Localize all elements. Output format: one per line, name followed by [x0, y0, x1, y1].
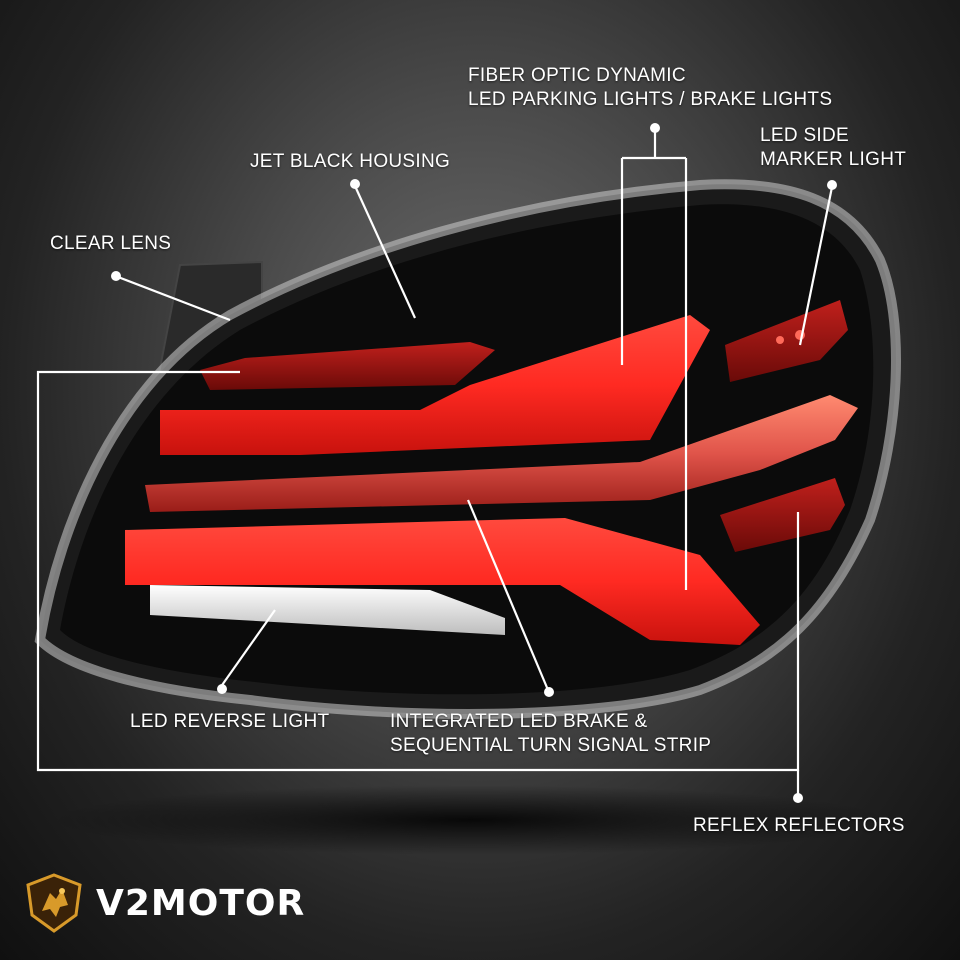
floor-shadow — [50, 785, 890, 855]
callout-dot — [650, 123, 660, 133]
label-line: LED SIDE — [760, 125, 849, 146]
callout-lines — [36, 130, 834, 798]
callout-dot — [350, 179, 360, 189]
callout-dot — [793, 793, 803, 803]
label-fiber-optic: FIBER OPTIC DYNAMIC LED PARKING LIGHTS /… — [468, 64, 832, 112]
marker-led — [776, 336, 784, 344]
label-reverse-light: LED REVERSE LIGHT — [130, 710, 329, 734]
callout-dot — [544, 687, 554, 697]
brand-logo: V2MOTOR — [22, 868, 305, 938]
label-clear-lens: CLEAR LENS — [50, 232, 171, 256]
callout-dot — [217, 684, 227, 694]
label-side-marker: LED SIDE MARKER LIGHT — [760, 124, 906, 172]
label-jet-black-housing: JET BLACK HOUSING — [250, 150, 450, 174]
callout-side-marker — [798, 186, 834, 346]
callout-dot — [827, 180, 837, 190]
callout-jet-black — [353, 185, 417, 319]
brand-name: V2MOTOR — [96, 882, 306, 924]
label-line: CLEAR LENS — [50, 233, 172, 254]
callout-reverse — [219, 609, 276, 689]
label-line: SEQUENTIAL TURN SIGNAL STRIP — [390, 735, 712, 756]
upper-reflector — [200, 342, 495, 390]
callout-brake-strip — [466, 499, 550, 691]
label-line: LED REVERSE LIGHT — [130, 711, 330, 732]
label-reflex-reflectors: REFLEX REFLECTORS — [693, 814, 905, 838]
label-line: JET BLACK HOUSING — [250, 151, 451, 172]
label-line: INTEGRATED LED BRAKE & — [390, 711, 648, 732]
label-line: REFLEX REFLECTORS — [693, 815, 905, 836]
label-brake-strip: INTEGRATED LED BRAKE & SEQUENTIAL TURN S… — [390, 710, 711, 758]
led-brake-turn-strip — [145, 395, 858, 512]
upper-led-bar — [160, 315, 710, 455]
lower-reflector — [720, 478, 845, 552]
reverse-light-lens — [150, 585, 505, 635]
label-line: FIBER OPTIC DYNAMIC — [468, 65, 686, 86]
callout-dot — [111, 271, 121, 281]
callout-reflectors-frame — [36, 370, 800, 772]
label-line: MARKER LIGHT — [760, 149, 907, 170]
label-line: LED PARKING LIGHTS / BRAKE LIGHTS — [468, 89, 833, 110]
griffin-shield-icon — [26, 873, 82, 933]
callout-clear-lens — [117, 275, 231, 322]
lower-led-bar — [125, 518, 760, 645]
side-marker-light — [725, 300, 848, 382]
callout-dots — [111, 123, 837, 803]
